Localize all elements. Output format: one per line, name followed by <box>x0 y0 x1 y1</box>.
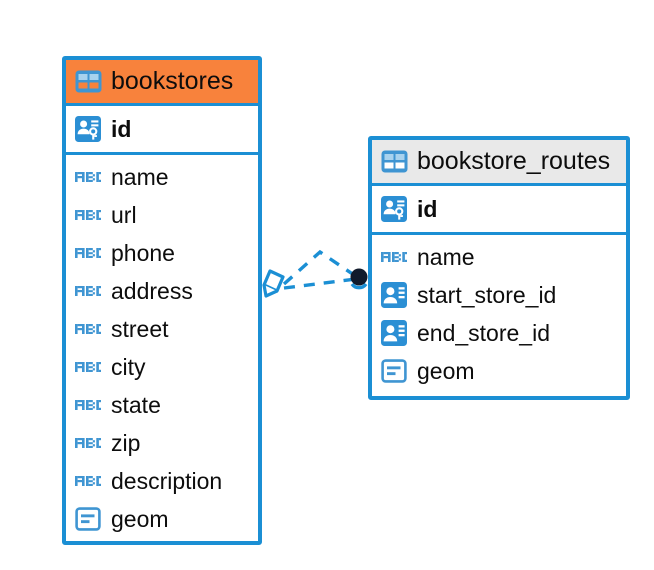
abc-text-icon <box>75 170 101 184</box>
field-label: id <box>111 115 132 142</box>
abc-text-icon <box>75 474 101 488</box>
field-label: start_store_id <box>417 281 557 308</box>
field-label: geom <box>417 357 475 384</box>
relationship-line-upper <box>282 249 358 286</box>
crows-foot-diamond-endpoint <box>262 269 285 298</box>
abc-text-icon <box>75 360 101 374</box>
field-row-state[interactable]: state <box>66 386 258 424</box>
fields-block-bookstores: name <box>66 155 258 542</box>
field-row-name[interactable]: name <box>66 158 258 196</box>
field-label: url <box>111 201 137 228</box>
field-label: street <box>111 315 169 342</box>
field-row-city[interactable]: city <box>66 348 258 386</box>
entity-bookstore-routes[interactable]: bookstore_routes id <box>368 136 630 400</box>
abc-text-icon <box>381 250 407 264</box>
geometry-icon <box>75 507 101 531</box>
field-row-zip[interactable]: zip <box>66 424 258 462</box>
field-label: zip <box>111 429 141 456</box>
filled-circle-endpoint <box>350 268 368 290</box>
field-row-url[interactable]: url <box>66 196 258 234</box>
field-row-end-store-id[interactable]: end_store_id <box>372 314 626 352</box>
entity-bookstores[interactable]: bookstores id <box>62 56 262 545</box>
primary-key-icon <box>381 196 407 222</box>
field-row-description[interactable]: description <box>66 462 258 500</box>
field-label: end_store_id <box>417 319 550 346</box>
relationship-line-lower <box>283 277 357 290</box>
geometry-icon <box>381 359 407 383</box>
abc-text-icon <box>75 322 101 336</box>
field-label: address <box>111 277 193 304</box>
table-icon <box>381 150 408 173</box>
entity-title: bookstores <box>111 67 234 95</box>
field-label: id <box>417 195 438 222</box>
primary-key-block-bookstores: id <box>66 106 258 155</box>
abc-text-icon <box>75 284 101 298</box>
field-row-phone[interactable]: phone <box>66 234 258 272</box>
field-row-geom[interactable]: geom <box>66 500 258 538</box>
entity-title: bookstore_routes <box>417 147 611 175</box>
abc-text-icon <box>75 398 101 412</box>
foreign-key-icon <box>381 320 407 346</box>
abc-text-icon <box>75 246 101 260</box>
field-row-name[interactable]: name <box>372 238 626 276</box>
entity-header-bookstores[interactable]: bookstores <box>66 60 258 106</box>
field-row-geom[interactable]: geom <box>372 352 626 390</box>
field-row-id[interactable]: id <box>66 106 258 152</box>
field-label: phone <box>111 239 175 266</box>
primary-key-block-bookstore-routes: id <box>372 186 626 235</box>
field-label: name <box>417 243 475 270</box>
field-label: description <box>111 467 223 494</box>
primary-key-icon <box>75 116 101 142</box>
abc-text-icon <box>75 436 101 450</box>
field-label: geom <box>111 505 169 532</box>
foreign-key-icon <box>381 282 407 308</box>
field-row-id[interactable]: id <box>372 186 626 232</box>
entity-header-bookstore-routes[interactable]: bookstore_routes <box>372 140 626 186</box>
fields-block-bookstore-routes: name start_store_id <box>372 235 626 394</box>
field-label: name <box>111 163 169 190</box>
field-row-address[interactable]: address <box>66 272 258 310</box>
field-label: state <box>111 391 161 418</box>
abc-text-icon <box>75 208 101 222</box>
field-row-street[interactable]: street <box>66 310 258 348</box>
field-row-start-store-id[interactable]: start_store_id <box>372 276 626 314</box>
table-icon <box>75 70 102 93</box>
field-label: city <box>111 353 146 380</box>
